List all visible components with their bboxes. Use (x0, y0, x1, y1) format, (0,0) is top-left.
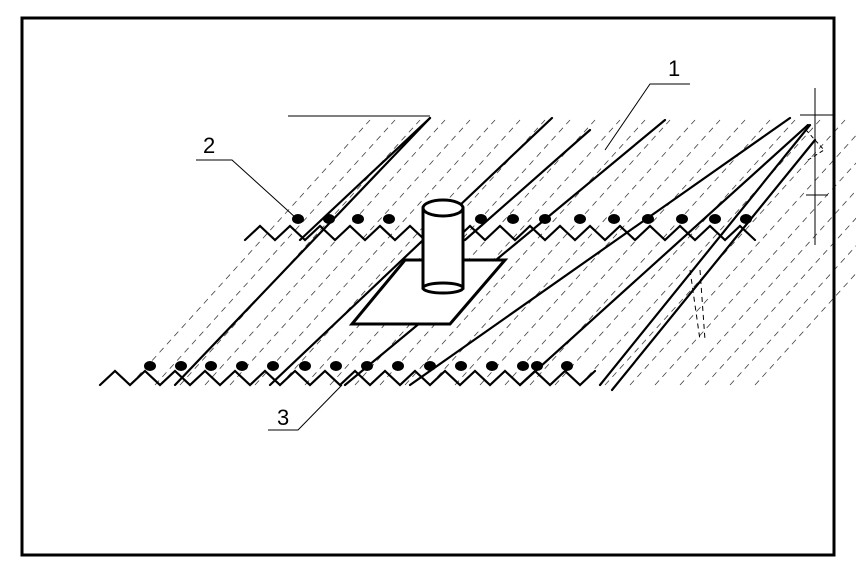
pipe (421, 198, 465, 295)
fastener-dot (486, 361, 498, 371)
fastener-dot (455, 361, 467, 371)
lower-sheet-profile (98, 369, 597, 387)
fastener-dot (205, 361, 217, 371)
fastener-dot (330, 361, 342, 371)
fastener-dot (507, 214, 519, 224)
fastener-dot (676, 214, 688, 224)
leader-3 (268, 384, 343, 431)
fastener-dot (299, 361, 311, 371)
right-edge-detail (800, 88, 834, 245)
hatch-line (129, 119, 371, 386)
leader-2 (196, 159, 297, 219)
hatch-line (204, 119, 446, 386)
ridge-line (173, 116, 432, 387)
fastener-dot (323, 214, 335, 224)
ridge-line (268, 116, 554, 387)
hatch-line (454, 119, 696, 386)
fastener-dot (574, 214, 586, 224)
fastener-row-lower (144, 361, 573, 371)
fastener-dot (539, 214, 551, 224)
fastener-dot (175, 361, 187, 371)
fastener-dot (531, 361, 543, 371)
sheet-hatching (129, 119, 856, 386)
fastener-dot (383, 214, 395, 224)
ridge-line (463, 128, 592, 242)
fastener-dot (475, 214, 487, 224)
fastener-dot (267, 361, 279, 371)
leader-1 (604, 83, 690, 151)
fastener-dot (642, 214, 654, 224)
ridge-line (518, 123, 810, 387)
hatch-line (729, 245, 856, 386)
hatch-line (229, 119, 471, 386)
fastener-dot (561, 361, 573, 371)
hatch-line (704, 217, 856, 386)
sheet-profiles (98, 224, 757, 387)
eave-edge (598, 123, 817, 392)
hatch-line (679, 190, 856, 386)
hatch-line (279, 119, 521, 386)
fastener-dot (424, 361, 436, 371)
ridge-line (408, 116, 792, 387)
hatch-line (254, 119, 496, 386)
hatch-line (154, 119, 396, 386)
fastener-dot (608, 214, 620, 224)
fastener-dot (517, 361, 529, 371)
hatch-line (354, 119, 596, 386)
callout-3: 3 (277, 405, 289, 430)
hatch-line (554, 119, 796, 386)
hatch-line (404, 119, 646, 386)
fastener-row-upper (292, 214, 752, 224)
fastener-dot (392, 361, 404, 371)
leader-lines (196, 83, 690, 431)
corrugation-ridges (173, 116, 810, 387)
drawing-frame (20, 16, 836, 557)
hatch-line (579, 119, 821, 386)
fastener-dot (361, 361, 373, 371)
upper-sheet-profile (243, 224, 757, 242)
fastener-dot (236, 361, 248, 371)
fastener-dot (352, 214, 364, 224)
hatch-line (529, 119, 771, 386)
ridge-line (298, 116, 432, 242)
hatch-line (629, 134, 856, 386)
callout-1: 1 (668, 56, 680, 81)
hatch-line (654, 162, 856, 386)
callout-2: 2 (203, 133, 215, 158)
hatch-line (754, 272, 856, 386)
hatch-line (429, 119, 671, 386)
ridge-line (343, 118, 667, 387)
hatch-line (379, 119, 621, 386)
fastener-dot (709, 214, 721, 224)
hatch-line (504, 119, 746, 386)
fastener-dot (144, 361, 156, 371)
